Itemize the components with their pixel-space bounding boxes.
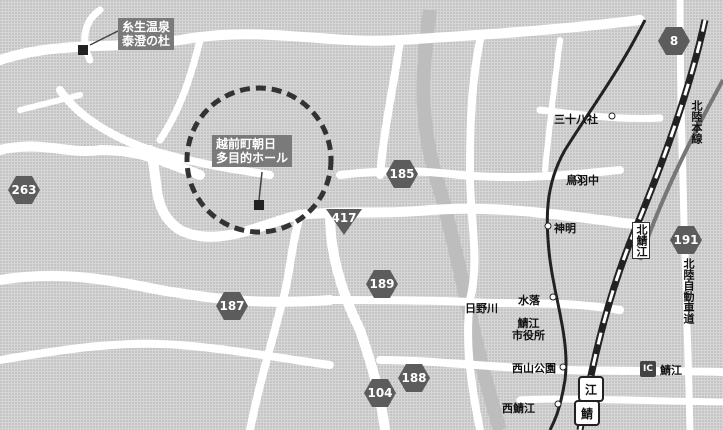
label-hinogawa: 日野川 bbox=[465, 302, 498, 315]
hall-leader-line bbox=[258, 171, 263, 201]
label-hokuriku-expressway: 北陸自動車道 bbox=[682, 258, 695, 324]
route-189-shield: 189 bbox=[366, 270, 398, 298]
ic-icon: IC bbox=[640, 361, 656, 377]
label-nishiyama-park: 西山公園 bbox=[512, 362, 556, 375]
label-nishi-sabae: 西鯖江 bbox=[502, 402, 535, 415]
onsen-marker bbox=[78, 45, 88, 55]
label-kita-sabae: 北鯖江 bbox=[632, 222, 650, 259]
station-box-top: 江 bbox=[578, 376, 604, 402]
route-185-shield: 185 bbox=[386, 160, 418, 188]
label-sabae-ic: 鯖江 bbox=[660, 364, 682, 377]
station-nishiyama bbox=[559, 363, 567, 371]
river bbox=[416, 9, 507, 430]
hall-highlight-circle bbox=[184, 85, 334, 235]
station-sanjuhassha bbox=[608, 112, 616, 120]
route-188-shield: 188 bbox=[398, 364, 430, 392]
label-shinmei: 神明 bbox=[554, 222, 576, 235]
route-104-shield: 104 bbox=[364, 379, 396, 407]
label-sanjuhassha: 三十八社 bbox=[554, 113, 598, 126]
station-nishisabae bbox=[554, 400, 562, 408]
station-box-bottom: 鯖 bbox=[574, 400, 600, 426]
label-hokuriku-main-line: 北陸本線 bbox=[690, 100, 703, 144]
hall-callout: 越前町朝日 多目的ホール bbox=[212, 135, 293, 167]
station-torihanaka bbox=[574, 174, 582, 182]
label-sabae-city-hall: 鯖江 市役所 bbox=[512, 317, 545, 342]
label-mizuochi: 水落 bbox=[518, 294, 540, 307]
onsen-callout: 糸生温泉 泰澄の杜 bbox=[118, 18, 175, 50]
station-shinmei bbox=[544, 222, 552, 230]
label-torihanaka: 鳥羽中 bbox=[566, 174, 599, 187]
hall-marker bbox=[254, 200, 264, 210]
onsen-leader-line bbox=[89, 29, 121, 46]
route-263-shield: 263 bbox=[8, 176, 40, 204]
local-railway bbox=[545, 19, 647, 430]
station-mizuochi bbox=[549, 293, 557, 301]
